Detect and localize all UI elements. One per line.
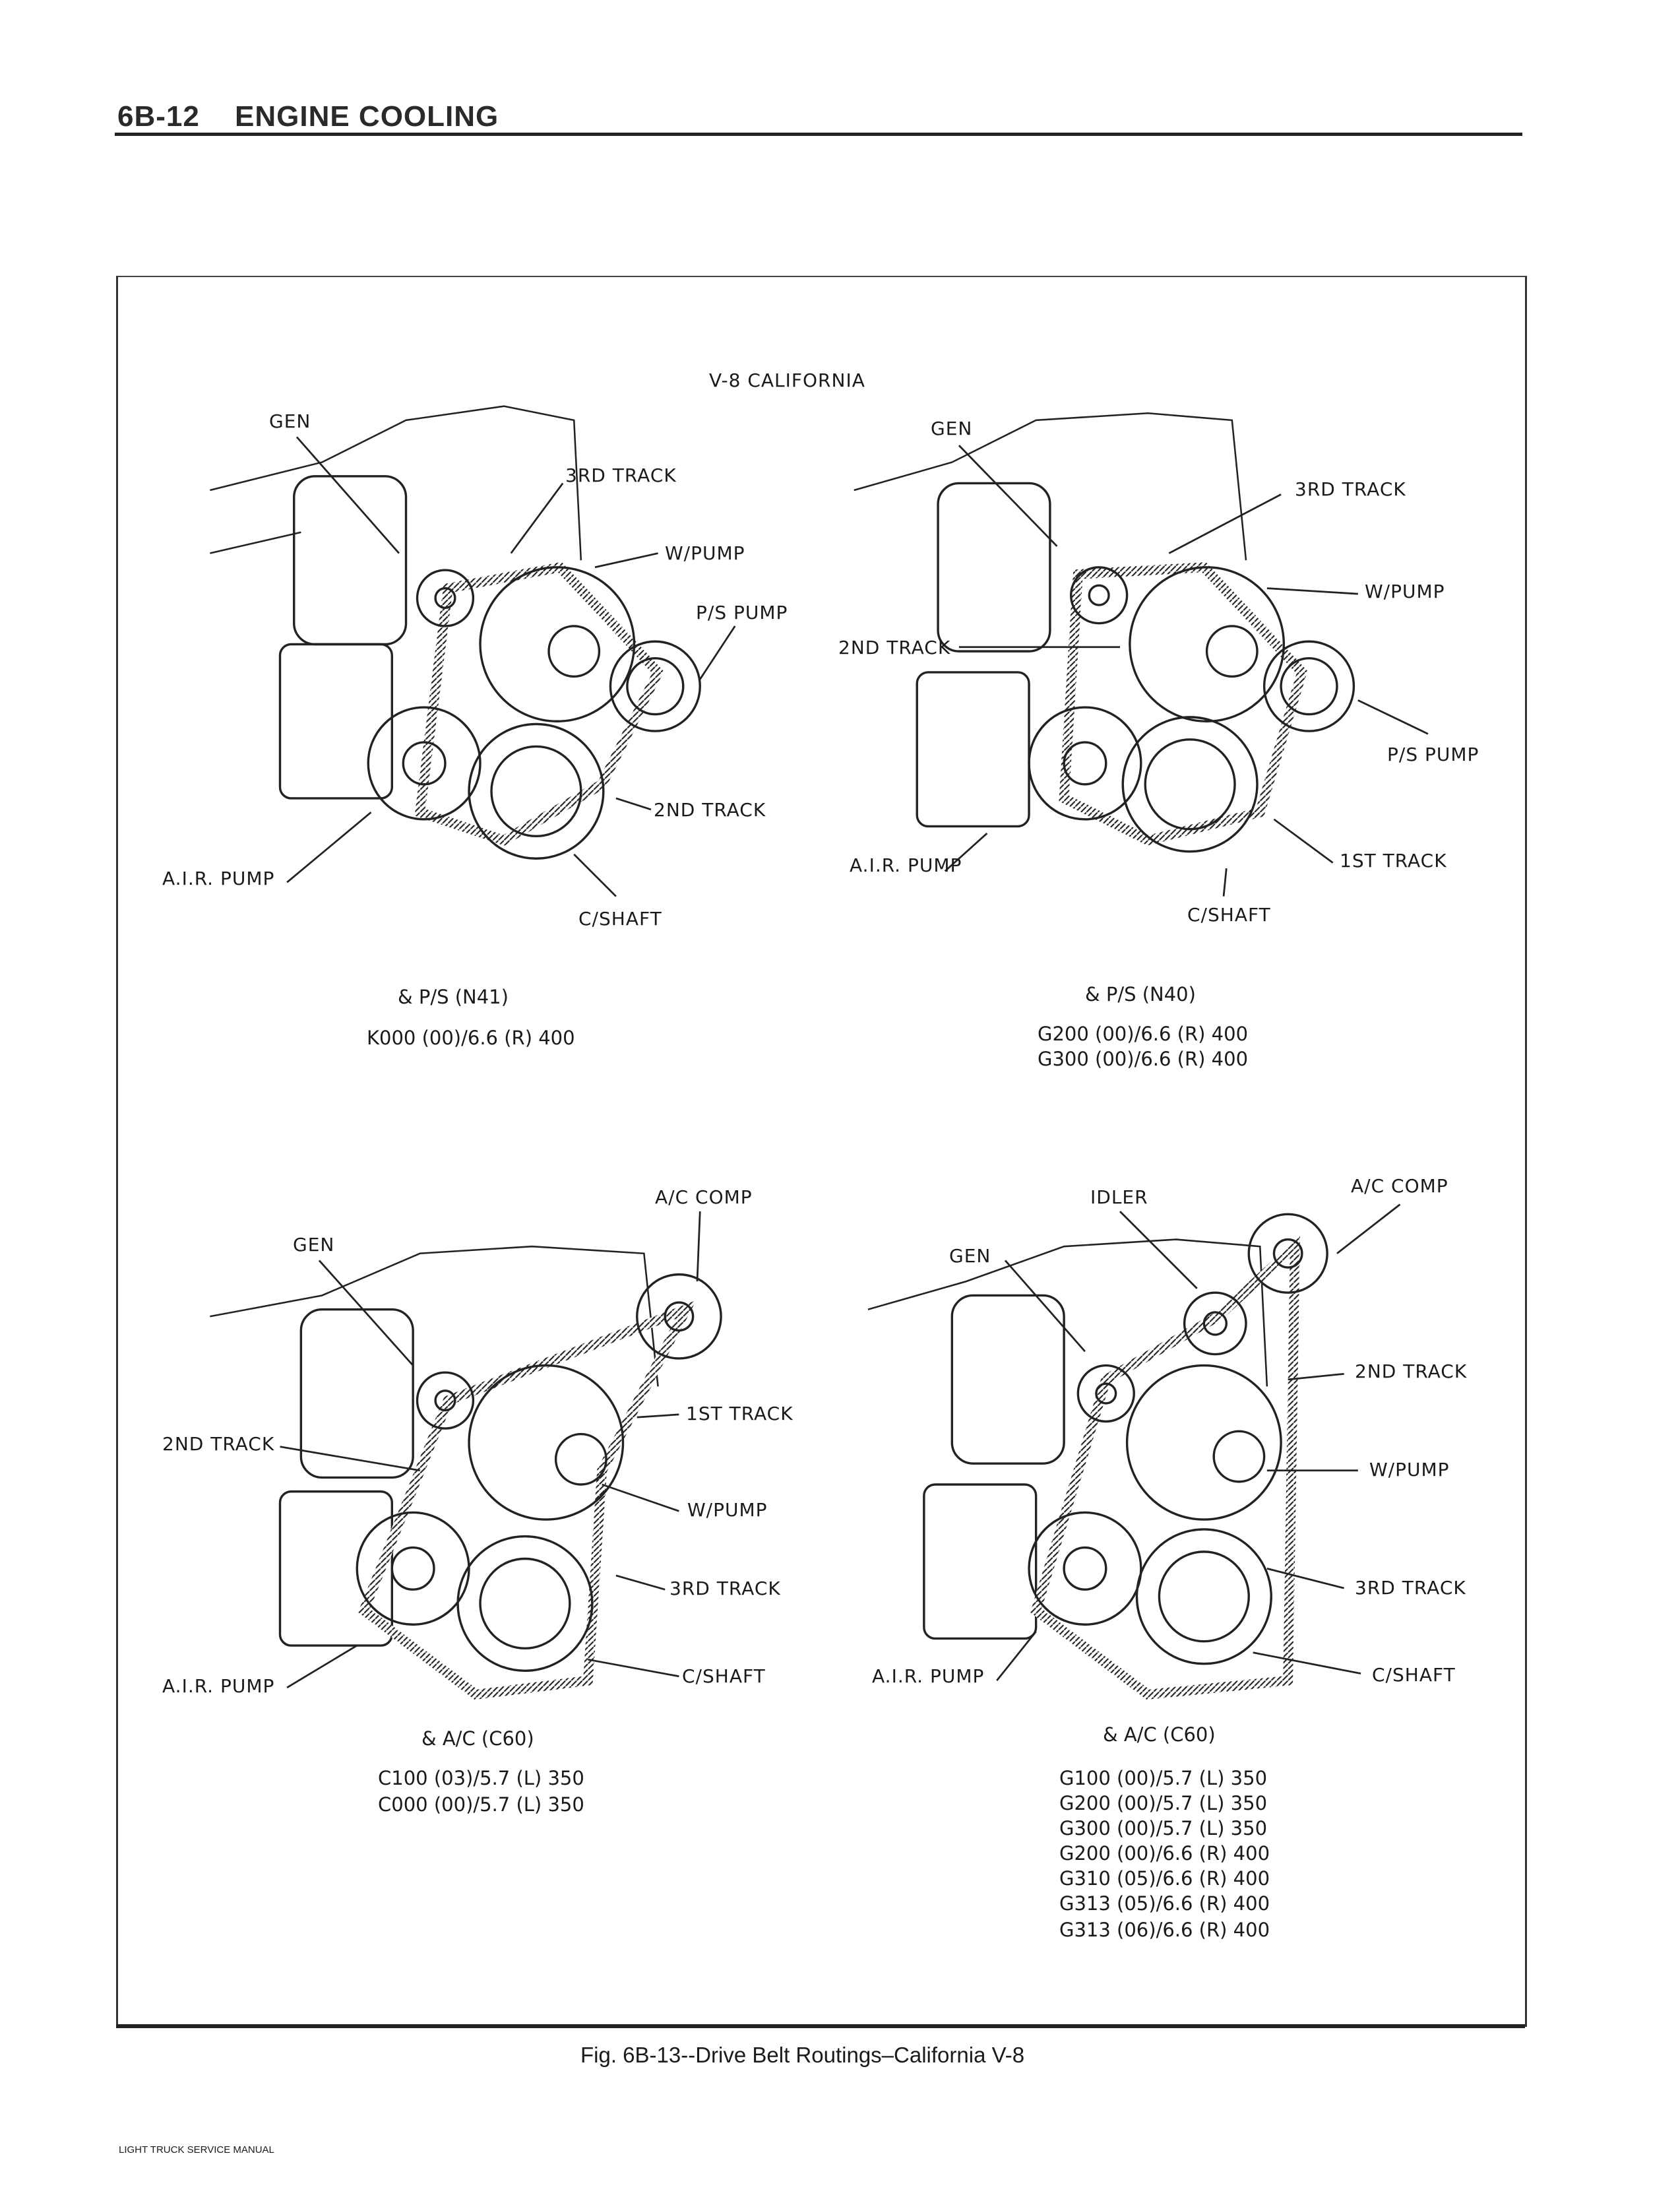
option-label: & P/S (N41): [398, 986, 509, 1008]
label-2nd-track: 2ND TRACK: [1355, 1360, 1468, 1382]
label-w-pump: W/PUMP: [687, 1499, 768, 1521]
label-w-pump: W/PUMP: [1369, 1459, 1450, 1481]
model-code: G200 (00)/5.7 (L) 350: [1059, 1792, 1268, 1814]
model-code: G310 (05)/6.6 (R) 400: [1059, 1867, 1270, 1890]
label-c-shaft: C/SHAFT: [682, 1665, 766, 1687]
figure-frame: [116, 276, 1527, 2027]
model-code: G200 (00)/6.6 (R) 400: [1059, 1842, 1270, 1865]
label-c-shaft: C/SHAFT: [578, 908, 662, 930]
label-gen: GEN: [293, 1234, 335, 1256]
label-1st-track: 1ST TRACK: [1340, 850, 1447, 872]
label-air-pump: A.I.R. PUMP: [872, 1665, 985, 1687]
footer-manual-title: LIGHT TRUCK SERVICE MANUAL: [119, 2144, 274, 2155]
label-w-pump: W/PUMP: [665, 542, 745, 564]
figure-caption: Fig. 6B-13--Drive Belt Routings–Californ…: [580, 2043, 1025, 2067]
label-1st-track: 1ST TRACK: [686, 1403, 793, 1424]
label-gen: GEN: [949, 1245, 991, 1267]
label-3rd-track: 3RD TRACK: [669, 1578, 781, 1599]
figure-title: V-8 CALIFORNIA: [709, 369, 865, 391]
label-3rd-track: 3RD TRACK: [1295, 478, 1406, 500]
label-3rd-track: 3RD TRACK: [1355, 1577, 1466, 1599]
label-air-pump: A.I.R. PUMP: [162, 1675, 275, 1697]
option-label: & P/S (N40): [1085, 983, 1196, 1006]
section-title: ENGINE COOLING: [235, 100, 499, 133]
model-code: G313 (06)/6.6 (R) 400: [1059, 1919, 1270, 1941]
model-code: G313 (05)/6.6 (R) 400: [1059, 1892, 1270, 1915]
label-3rd-track: 3RD TRACK: [565, 464, 677, 486]
label-gen: GEN: [269, 410, 311, 432]
label-2nd-track: 2ND TRACK: [838, 637, 951, 658]
label-air-pump: A.I.R. PUMP: [162, 868, 275, 889]
engine-drawing-4: [867, 1213, 1328, 1700]
label-c-shaft: C/SHAFT: [1187, 904, 1271, 926]
option-label: & A/C (C60): [421, 1727, 534, 1750]
label-ac-comp: A/C COMP: [1351, 1175, 1448, 1197]
model-code: C100 (03)/5.7 (L) 350: [378, 1767, 584, 1789]
label-gen: GEN: [931, 418, 973, 439]
label-ps-pump: P/S PUMP: [1387, 744, 1479, 765]
engine-drawing-1: [210, 405, 701, 860]
header-rule: [115, 133, 1522, 136]
label-air-pump: A.I.R. PUMP: [850, 854, 962, 876]
option-label: & A/C (C60): [1103, 1723, 1216, 1746]
page-number: 6B-12: [117, 100, 200, 133]
model-code: K000 (00)/6.6 (R) 400: [367, 1027, 575, 1049]
model-code: G200 (00)/6.6 (R) 400: [1038, 1023, 1249, 1045]
model-code: G300 (00)/5.7 (L) 350: [1059, 1817, 1268, 1839]
label-idler: IDLER: [1090, 1186, 1148, 1208]
label-w-pump: W/PUMP: [1365, 581, 1445, 602]
engine-drawing-3: [210, 1245, 722, 1700]
engine-drawing-2: [854, 412, 1355, 853]
label-ps-pump: P/S PUMP: [696, 602, 788, 623]
label-2nd-track: 2ND TRACK: [654, 799, 766, 821]
model-code: C000 (00)/5.7 (L) 350: [378, 1793, 584, 1816]
model-code: G100 (00)/5.7 (L) 350: [1059, 1767, 1268, 1789]
figure-bottom-rule: [116, 2024, 1525, 2028]
model-code: G300 (00)/6.6 (R) 400: [1038, 1048, 1249, 1070]
label-c-shaft: C/SHAFT: [1372, 1664, 1456, 1686]
label-ac-comp: A/C COMP: [655, 1186, 753, 1208]
label-2nd-track: 2ND TRACK: [162, 1433, 275, 1455]
